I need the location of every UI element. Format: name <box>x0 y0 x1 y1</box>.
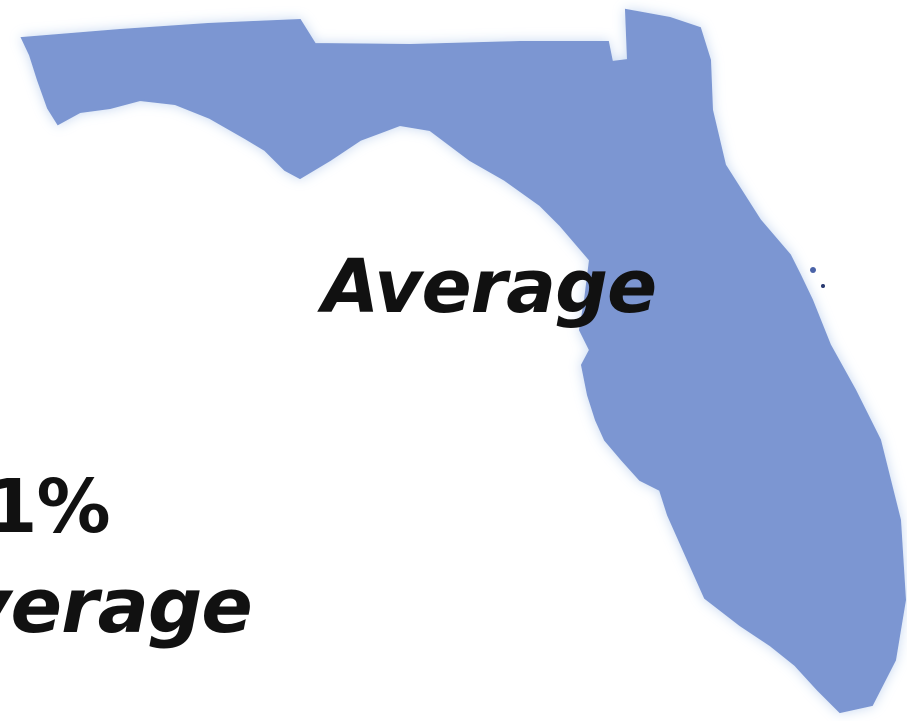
lake-marker <box>810 267 816 273</box>
caption-line-3: verage <box>0 561 253 650</box>
caption-line-1: Average <box>322 244 657 330</box>
caption-line-2: 1% <box>0 464 111 550</box>
florida-shape <box>20 8 907 714</box>
coast-marker <box>821 284 825 288</box>
